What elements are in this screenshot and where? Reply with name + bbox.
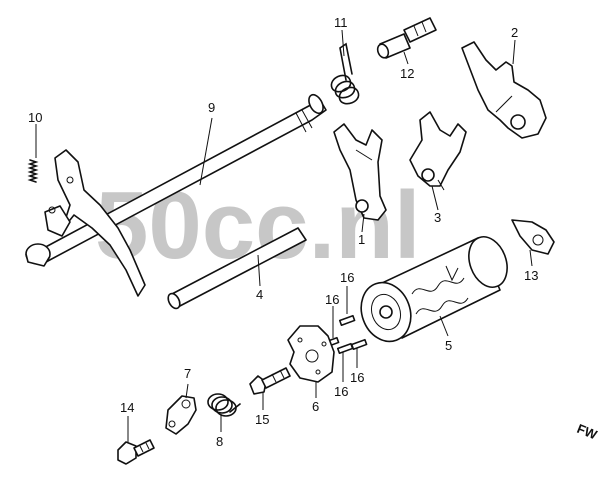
drum-center-6 — [287, 325, 335, 383]
bolt-15 — [249, 367, 291, 395]
callout-1: 1 — [358, 232, 365, 247]
callout-11: 11 — [334, 15, 348, 30]
shift-fork-2 — [461, 41, 547, 139]
callout-7: 7 — [184, 366, 191, 381]
drum-pins-16 — [322, 314, 368, 355]
gearshift-spindle — [25, 149, 146, 297]
callout-16b: 16 — [325, 292, 339, 307]
shift-drum-5 — [360, 236, 508, 343]
callout-16c: 16 — [334, 384, 348, 399]
callout-3: 3 — [434, 210, 441, 225]
short-fork-shaft — [167, 227, 307, 310]
callout-6: 6 — [312, 399, 319, 414]
direction-label: FW — [575, 421, 600, 443]
callout-16a: 16 — [340, 270, 354, 285]
callout-15: 15 — [255, 412, 269, 427]
callout-8: 8 — [216, 434, 223, 449]
stopper-arm-7 — [165, 395, 197, 435]
callout-12: 12 — [400, 66, 414, 81]
leader-lines — [35, 29, 533, 442]
spring-11 — [330, 42, 360, 105]
callout-2: 2 — [511, 25, 518, 40]
callout-4: 4 — [256, 287, 263, 302]
shift-fork-3 — [409, 111, 467, 191]
callout-9: 9 — [208, 100, 215, 115]
callouts: 9 10 11 12 2 3 1 4 13 5 16 16 16 16 6 15… — [28, 15, 538, 449]
bolt-14 — [117, 439, 155, 465]
callout-10: 10 — [28, 110, 42, 125]
callout-14: 14 — [120, 400, 134, 415]
pin-12 — [376, 17, 437, 59]
callout-16d: 16 — [350, 370, 364, 385]
shift-fork-1 — [333, 123, 387, 221]
stopper-plate-13 — [511, 219, 555, 255]
spring-10 — [27, 159, 39, 183]
spring-8 — [207, 393, 241, 417]
callout-5: 5 — [445, 338, 452, 353]
callout-13: 13 — [524, 268, 538, 283]
